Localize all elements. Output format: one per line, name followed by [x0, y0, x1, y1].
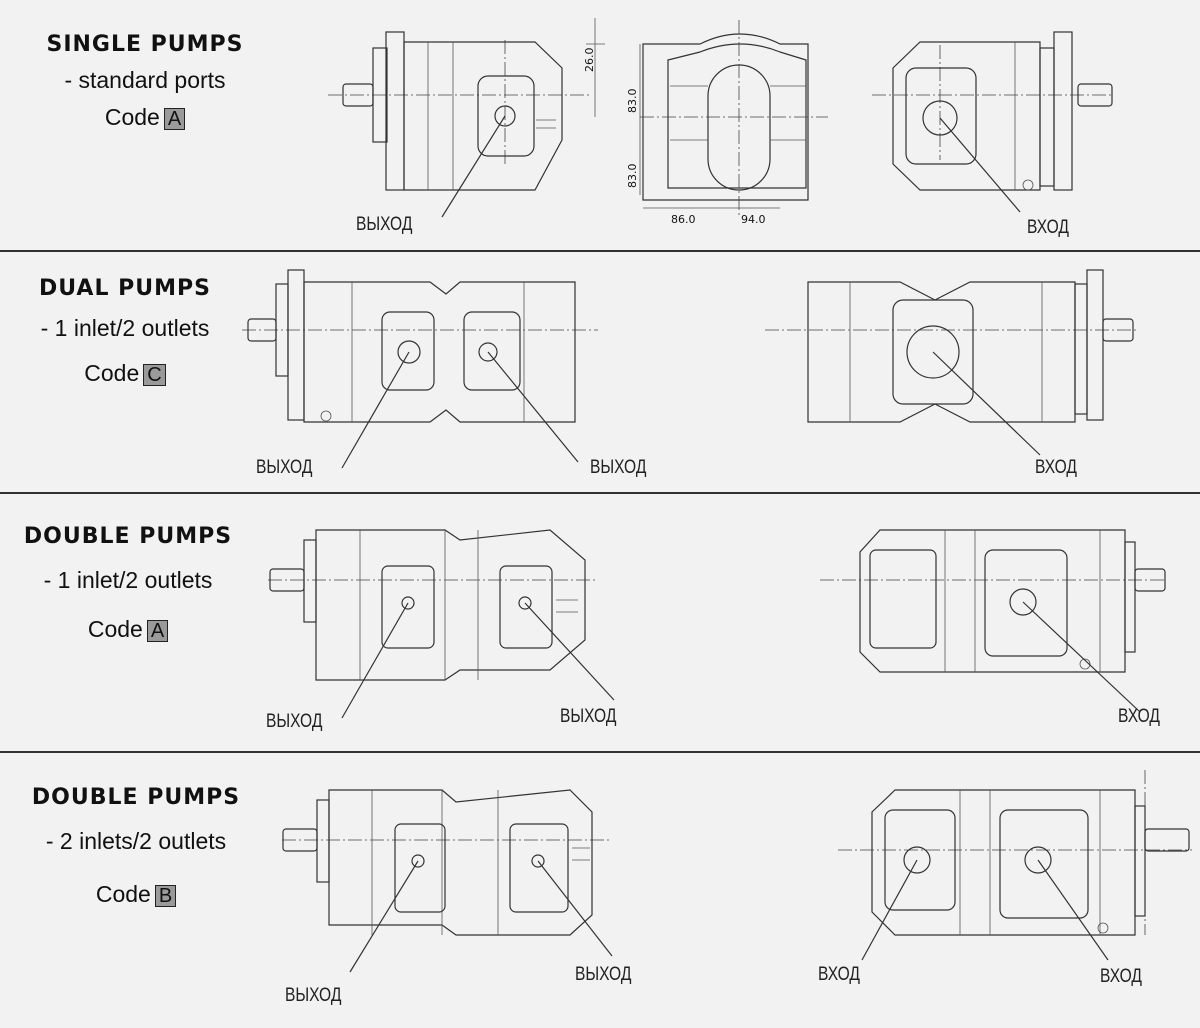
section-subtitle: - 1 inlet/2 outlets — [40, 315, 210, 341]
port-label-inlet: ВХОД — [1027, 217, 1069, 238]
code-label: Code — [87, 616, 143, 642]
single-pump-outlet-view — [328, 31, 590, 218]
dimension-right: 94.0 — [741, 213, 766, 226]
port-label-inlet: ВХОД — [1118, 706, 1160, 727]
code-badge: C — [143, 364, 166, 386]
code-label: Code — [104, 104, 160, 130]
port-label-inlet: ВХОД — [1035, 457, 1077, 478]
section-subtitle: - 2 inlets/2 outlets — [45, 828, 227, 854]
code-label: Code — [84, 360, 140, 386]
code-badge: A — [163, 108, 186, 130]
double-pump-b-outlet-view — [282, 789, 613, 973]
port-label-outlet: ВЫХОД — [356, 214, 413, 235]
code-badge: B — [154, 885, 177, 907]
dimension-top: 26.0 — [583, 48, 596, 73]
double-pump-b-inlet-view — [838, 770, 1192, 961]
section-subtitle: - standard ports — [64, 67, 226, 93]
section-title: DOUBLE PUMPS — [31, 785, 241, 810]
double-pump-a-inlet-view — [820, 529, 1166, 713]
dimension-left: 86.0 — [671, 213, 696, 226]
port-label-outlet: ВЫХОД — [256, 457, 313, 478]
section-title: DUAL PUMPS — [38, 276, 211, 301]
section-subtitle: - 1 inlet/2 outlets — [43, 567, 213, 593]
port-label-inlet: ВХОД — [1100, 966, 1142, 987]
dimension-upper: 83.0 — [626, 89, 639, 114]
single-pump-inlet-view — [872, 31, 1113, 213]
port-label-inlet: ВХОД — [818, 964, 860, 985]
dual-pump-outlet-view — [242, 269, 598, 469]
section-title: SINGLE PUMPS — [46, 32, 244, 57]
double-pump-a-outlet-view — [268, 529, 615, 719]
port-label-outlet: ВЫХОД — [266, 711, 323, 732]
port-label-outlet: ВЫХОД — [285, 985, 342, 1006]
dual-pump-inlet-view — [765, 269, 1138, 456]
port-label-outlet: ВЫХОД — [590, 457, 647, 478]
port-label-outlet: ВЫХОД — [575, 964, 632, 985]
port-label-outlet: ВЫХОД — [560, 706, 617, 727]
code-label: Code — [95, 881, 151, 907]
single-pump-end-view: 26.0 83.0 83.0 86.0 94.0 — [583, 18, 828, 226]
section-title: DOUBLE PUMPS — [23, 524, 233, 549]
dimension-lower: 83.0 — [626, 164, 639, 189]
code-badge: A — [146, 620, 169, 642]
